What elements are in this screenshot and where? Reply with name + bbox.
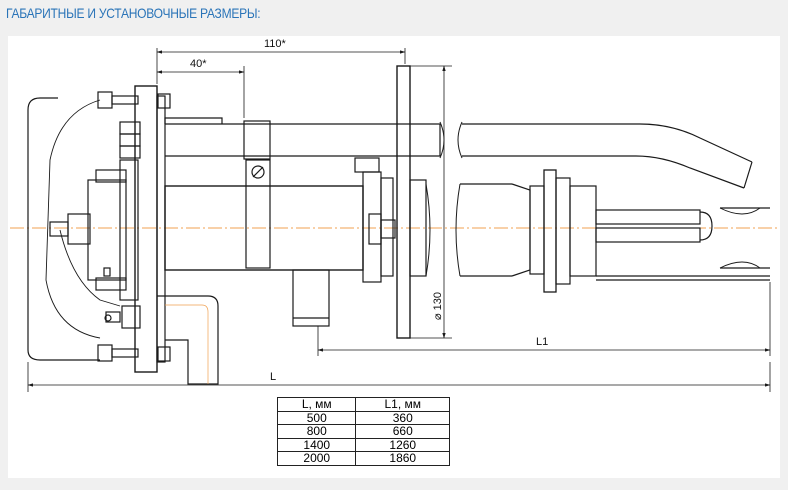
- terminal-block: [49, 159, 139, 301]
- cell-L: 800: [276, 424, 357, 439]
- cell-L1: 660: [355, 424, 450, 439]
- dimension-110: [156, 48, 406, 84]
- size-table: L, мм L1, мм 500 360 800 660 1400 1260 2…: [276, 397, 450, 466]
- clamp: [243, 120, 271, 269]
- dim-110-label: 110*: [264, 38, 287, 50]
- main-body: [164, 157, 396, 327]
- table-row: 800 660: [276, 424, 450, 439]
- dim-L-label: L: [270, 371, 276, 383]
- cell-L1: 1860: [355, 451, 450, 466]
- table-row: 2000 1860: [276, 451, 450, 466]
- cell-L: 1400: [276, 437, 357, 452]
- mounting-flange: [97, 85, 171, 373]
- upper-tube: [164, 117, 441, 157]
- cell-L: 2000: [276, 451, 357, 466]
- header-L1: L1, мм: [355, 397, 450, 412]
- cell-L1: 1260: [355, 437, 450, 452]
- dim-L1-label: L1: [536, 336, 548, 348]
- cell-L1: 360: [355, 410, 450, 425]
- table-row: 1400 1260: [276, 437, 450, 452]
- dim-diameter-label: ⌀ 130: [432, 292, 444, 320]
- header-L: L, мм: [276, 397, 357, 412]
- dimension-40: [156, 66, 245, 118]
- dimension-diameter: [410, 65, 452, 339]
- dimension-L1: [317, 282, 771, 356]
- right-body: [460, 169, 597, 293]
- table-row: 500 360: [276, 410, 450, 425]
- dim-40-label: 40*: [190, 58, 207, 70]
- dimension-L: [27, 362, 771, 392]
- l-bracket: [157, 295, 219, 385]
- heating-element: [595, 207, 770, 281]
- bent-tube: [462, 123, 753, 189]
- cell-L: 500: [276, 410, 357, 425]
- flange-plate: [396, 65, 411, 339]
- table-header-row: L, мм L1, мм: [276, 397, 450, 412]
- page-heading: ГАБАРИТНЫЕ И УСТАНОВОЧНЫЕ РАЗМЕРЫ:: [6, 5, 261, 21]
- rear-housing: [27, 97, 121, 361]
